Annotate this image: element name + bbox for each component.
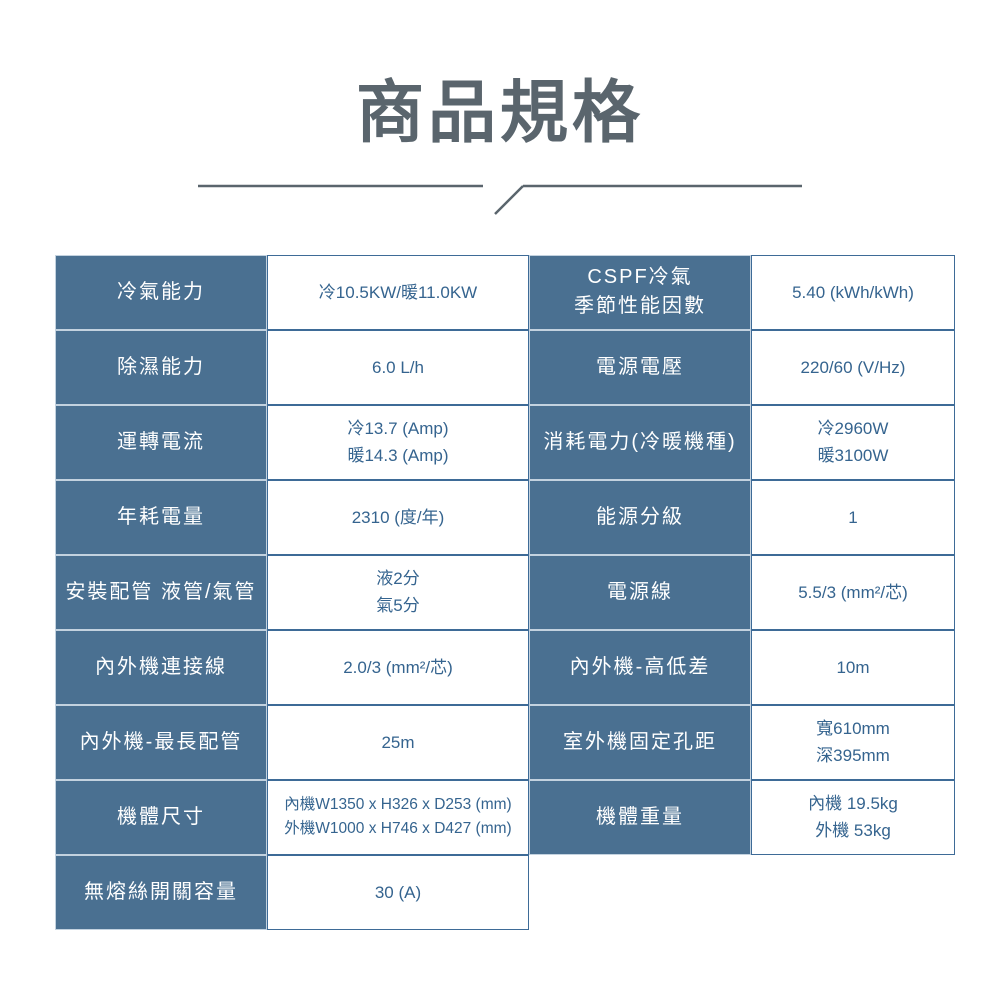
spec-row-7: 內外機-最長配管 25m 室外機固定孔距 寬610mm 深395mm [55,704,955,780]
spec-row-4: 年耗電量 2310 (度/年) 能源分級 1 [55,479,955,555]
spec-row-8: 機體尺寸 內機W1350 x H326 x D253 (mm) 外機W1000 … [55,779,955,855]
label-operating-current: 運轉電流 [55,404,267,480]
title-divider [0,177,1000,219]
value-body-dimensions: 內機W1350 x H326 x D253 (mm) 外機W1000 x H74… [267,779,529,855]
spec-row-6: 內外機連接線 2.0/3 (mm²/芯) 內外機-高低差 10m [55,629,955,705]
label-outdoor-mounting-holes: 室外機固定孔距 [529,704,751,780]
spec-row-5: 安裝配管 液管/氣管 液2分 氣5分 電源線 5.5/3 (mm²/芯) [55,554,955,630]
value-operating-current: 冷13.7 (Amp) 暖14.3 (Amp) [267,404,529,480]
divider-slash-line [198,184,802,215]
label-power-voltage: 電源電壓 [529,329,751,405]
value-power-voltage: 220/60 (V/Hz) [751,329,955,405]
value-connection-wire: 2.0/3 (mm²/芯) [267,629,529,705]
empty-cell [529,855,955,930]
spec-row-2: 除濕能力 6.0 L/h 電源電壓 220/60 (V/Hz) [55,329,955,405]
spec-row-1: 冷氣能力 冷10.5KW/暖11.0KW CSPF冷氣 季節性能因數 5.40 … [55,254,955,330]
value-dehumidify-capacity: 6.0 L/h [267,329,529,405]
value-piping-liquid-gas: 液2分 氣5分 [267,554,529,630]
label-max-piping-length: 內外機-最長配管 [55,704,267,780]
page-title: 商品規格 [355,75,644,151]
label-annual-energy: 年耗電量 [55,479,267,555]
value-cspf-factor: 5.40 (kWh/kWh) [751,254,955,330]
label-height-difference: 內外機-高低差 [529,629,751,705]
label-cooling-capacity: 冷氣能力 [55,254,267,330]
value-body-weight: 內機 19.5kg 外機 53kg [751,779,955,855]
spec-row-3: 運轉電流 冷13.7 (Amp) 暖14.3 (Amp) 消耗電力(冷暖機種) … [55,404,955,480]
label-energy-grade: 能源分級 [529,479,751,555]
spec-table: 冷氣能力 冷10.5KW/暖11.0KW CSPF冷氣 季節性能因數 5.40 … [55,254,955,930]
label-piping-liquid-gas: 安裝配管 液管/氣管 [55,554,267,630]
value-breaker-capacity: 30 (A) [267,854,529,930]
label-body-weight: 機體重量 [529,779,751,855]
label-connection-wire: 內外機連接線 [55,629,267,705]
value-cooling-capacity: 冷10.5KW/暖11.0KW [267,254,529,330]
value-power-cord: 5.5/3 (mm²/芯) [751,554,955,630]
label-cspf-factor: CSPF冷氣 季節性能因數 [529,254,751,330]
value-outdoor-mounting-holes: 寬610mm 深395mm [751,704,955,780]
label-power-consumption: 消耗電力(冷暖機種) [529,404,751,480]
value-energy-grade: 1 [751,479,955,555]
label-power-cord: 電源線 [529,554,751,630]
label-breaker-capacity: 無熔絲開關容量 [55,854,267,930]
value-annual-energy: 2310 (度/年) [267,479,529,555]
value-power-consumption: 冷2960W 暖3100W [751,404,955,480]
label-dehumidify-capacity: 除濕能力 [55,329,267,405]
value-height-difference: 10m [751,629,955,705]
value-max-piping-length: 25m [267,704,529,780]
label-body-dimensions: 機體尺寸 [55,779,267,855]
spec-row-9: 無熔絲開關容量 30 (A) [55,854,955,930]
